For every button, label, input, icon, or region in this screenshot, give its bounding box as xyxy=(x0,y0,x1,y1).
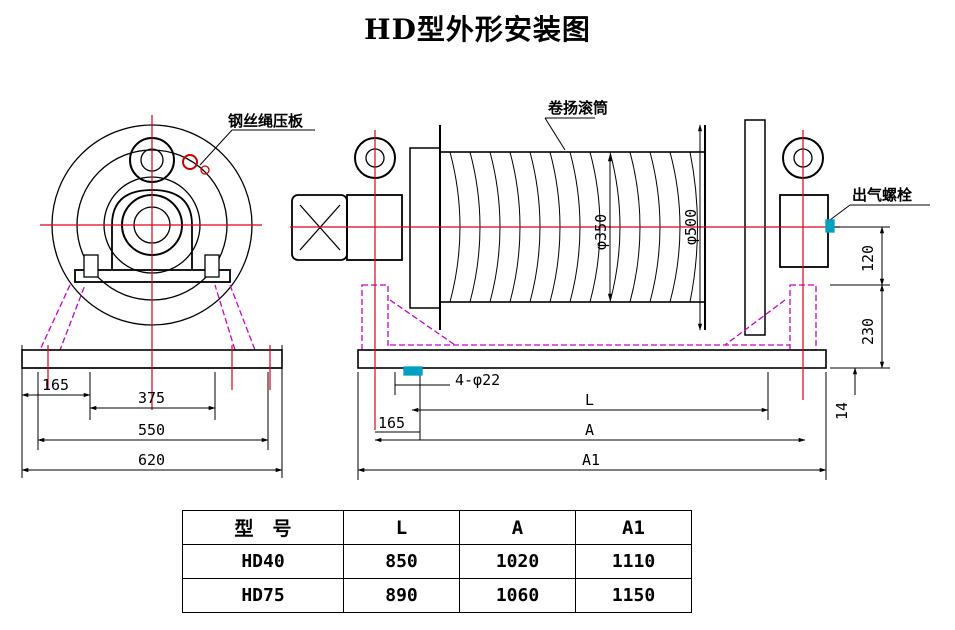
dim-375: 375 xyxy=(138,389,165,407)
side-view xyxy=(21,115,315,478)
dim-620: 620 xyxy=(138,451,165,469)
label-rope-plate: 钢丝绳压板 xyxy=(228,112,304,130)
dim-14: 14 xyxy=(833,402,851,420)
dim-230: 230 xyxy=(859,318,877,345)
table-row: HD40 850 1020 1110 xyxy=(182,544,692,579)
dim-A1: A1 xyxy=(582,451,600,469)
header-L: L xyxy=(343,510,460,545)
dim-165-right: 165 xyxy=(378,414,405,432)
dim-550: 550 xyxy=(138,421,165,439)
header-A1: A1 xyxy=(575,510,692,545)
drawing-title: HD型外形安装图 xyxy=(364,13,591,46)
dim-phi500: φ500 xyxy=(682,209,700,245)
cell-A1: 1150 xyxy=(575,578,692,613)
cell-model: HD75 xyxy=(182,578,344,613)
cell-A: 1060 xyxy=(459,578,576,613)
dim-L: L xyxy=(585,391,594,409)
installation-drawing: 165 375 550 620 钢丝绳压板 xyxy=(21,99,930,480)
dim-phi350: φ350 xyxy=(592,214,610,250)
cell-model: HD40 xyxy=(182,544,344,579)
cell-L: 850 xyxy=(343,544,460,579)
front-view xyxy=(290,117,930,480)
label-vent-plug: 出气螺栓 xyxy=(852,186,912,204)
table-row: HD75 890 1060 1150 xyxy=(182,578,692,613)
cell-L: 890 xyxy=(343,578,460,613)
cell-A: 1020 xyxy=(459,544,576,579)
spec-table: 型 号 L A A1 HD40 850 1020 1110 HD75 890 1… xyxy=(182,510,692,613)
cell-A1: 1110 xyxy=(575,544,692,579)
dim-165-left: 165 xyxy=(42,376,69,394)
header-model: 型 号 xyxy=(182,510,344,545)
dim-holes: 4-φ22 xyxy=(455,371,500,389)
header-A: A xyxy=(459,510,576,545)
label-drum: 卷扬滚筒 xyxy=(547,99,608,117)
table-header-row: 型 号 L A A1 xyxy=(182,510,692,545)
dim-A: A xyxy=(585,421,594,439)
dim-120: 120 xyxy=(859,245,877,272)
